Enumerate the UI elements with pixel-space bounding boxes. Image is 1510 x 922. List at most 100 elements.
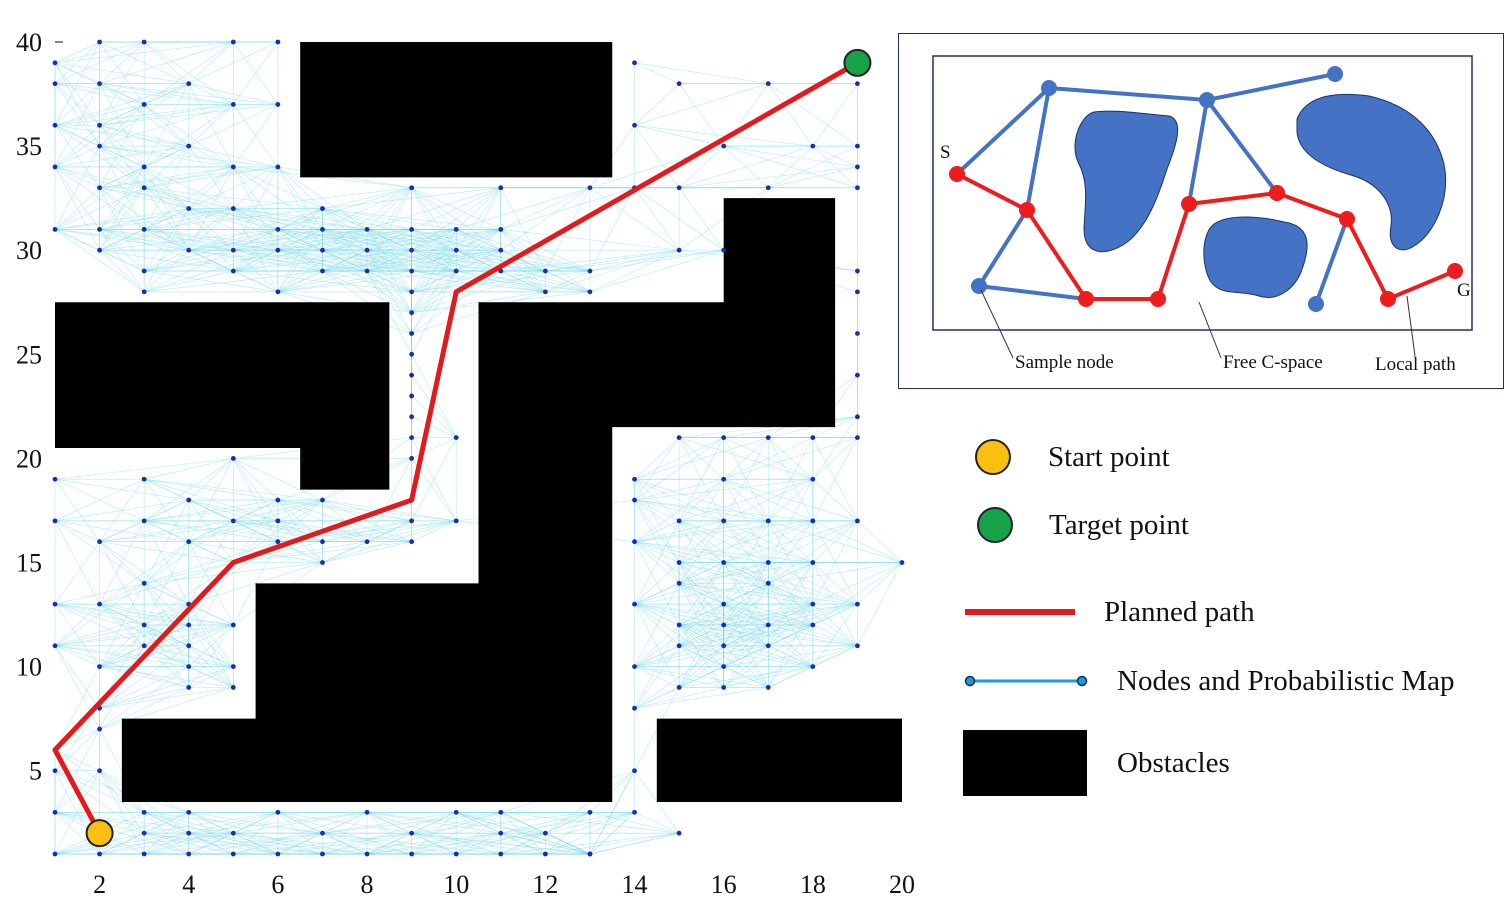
sample-node bbox=[141, 268, 147, 274]
map-edge bbox=[366, 812, 501, 834]
map-edge bbox=[455, 812, 502, 855]
map-edge bbox=[456, 812, 591, 855]
map-edge bbox=[99, 104, 234, 126]
map-edge bbox=[500, 249, 591, 272]
map-edge bbox=[678, 562, 724, 646]
sample-node bbox=[409, 830, 415, 836]
map-edge bbox=[634, 437, 680, 501]
map-edge bbox=[634, 437, 724, 480]
map-edge bbox=[545, 249, 680, 293]
sample-node bbox=[364, 809, 370, 815]
legend-obstacles: Obstacles bbox=[963, 730, 1230, 796]
map-edge bbox=[99, 41, 145, 105]
sample-node bbox=[320, 226, 325, 232]
sample-node bbox=[498, 830, 504, 836]
map-edge bbox=[54, 520, 145, 584]
map-edge bbox=[768, 145, 814, 188]
sample-node bbox=[230, 456, 236, 461]
map-edge bbox=[366, 187, 412, 230]
sample-node bbox=[52, 768, 58, 774]
map-edge bbox=[366, 229, 457, 251]
sample-node bbox=[320, 560, 325, 565]
map-edge bbox=[277, 812, 412, 855]
map-edge bbox=[233, 249, 279, 293]
sample-node bbox=[855, 435, 860, 440]
map-edge bbox=[322, 187, 412, 230]
sample-node bbox=[721, 247, 727, 253]
sample-node bbox=[855, 414, 860, 420]
sample-node bbox=[186, 809, 192, 815]
target-point-icon bbox=[977, 507, 1013, 543]
map-edge bbox=[634, 520, 769, 543]
map-edge bbox=[188, 229, 368, 251]
y-tick-label: 30 bbox=[16, 236, 42, 265]
map-edge bbox=[500, 812, 680, 834]
sample-node bbox=[453, 809, 459, 815]
sample-node bbox=[765, 518, 771, 524]
map-edge bbox=[589, 832, 680, 855]
sample-node bbox=[186, 81, 192, 87]
x-tick-label: 10 bbox=[443, 870, 469, 899]
map-edge bbox=[143, 249, 189, 293]
map-edge bbox=[723, 666, 813, 688]
map-edge bbox=[54, 41, 100, 84]
map-edge bbox=[99, 583, 145, 605]
map-edge bbox=[188, 499, 278, 522]
map-edge bbox=[54, 749, 100, 772]
map-edge bbox=[589, 812, 635, 855]
sample-node bbox=[498, 226, 504, 232]
map-edge bbox=[366, 520, 457, 543]
map-edge bbox=[54, 770, 100, 855]
sample-node bbox=[676, 643, 682, 649]
map-edge bbox=[188, 208, 279, 251]
map-edge bbox=[723, 562, 814, 626]
sample-node bbox=[810, 143, 816, 149]
map-edge bbox=[188, 812, 234, 855]
map-edge bbox=[723, 645, 769, 688]
map-edge bbox=[366, 832, 412, 855]
sample-node bbox=[632, 601, 637, 607]
map-edge bbox=[678, 645, 724, 667]
map-edge bbox=[233, 812, 279, 834]
x-tick-label: 16 bbox=[711, 870, 737, 899]
map-edge bbox=[144, 458, 234, 480]
map-edge bbox=[277, 270, 368, 293]
map-edge bbox=[500, 812, 591, 834]
map-edge bbox=[768, 624, 814, 667]
map-edge bbox=[99, 541, 145, 626]
map-edge bbox=[634, 603, 724, 626]
sample-node bbox=[97, 185, 102, 191]
map-edge bbox=[768, 624, 858, 647]
map-edge bbox=[723, 603, 858, 647]
map-edge bbox=[99, 666, 234, 688]
map-edge bbox=[277, 249, 323, 293]
start-point-marker bbox=[85, 819, 114, 848]
map-edge bbox=[634, 603, 724, 667]
map-edge bbox=[277, 249, 412, 293]
map-edge bbox=[144, 270, 234, 293]
map-edge bbox=[143, 104, 189, 147]
map-edge bbox=[723, 583, 769, 626]
map-edge bbox=[54, 499, 189, 522]
map-edge bbox=[723, 479, 769, 563]
map-edge bbox=[277, 249, 368, 272]
map-edge bbox=[54, 603, 189, 647]
map-edge bbox=[188, 645, 234, 688]
map-edge bbox=[144, 832, 189, 855]
map-edge bbox=[144, 812, 278, 855]
map-edge bbox=[634, 499, 680, 563]
map-edge bbox=[678, 624, 724, 647]
map-edge bbox=[456, 249, 591, 272]
map-edge bbox=[322, 249, 412, 313]
sample-node bbox=[721, 622, 727, 628]
sample-node bbox=[186, 643, 192, 649]
map-edge bbox=[143, 41, 234, 105]
map-edge bbox=[277, 229, 412, 251]
map-edge bbox=[634, 645, 724, 709]
map-edge bbox=[233, 208, 279, 230]
map-edge bbox=[768, 416, 858, 438]
y-tick-label: 20 bbox=[16, 444, 42, 473]
map-edge bbox=[456, 812, 591, 855]
map-edge bbox=[723, 645, 858, 667]
map-edge bbox=[144, 229, 278, 251]
